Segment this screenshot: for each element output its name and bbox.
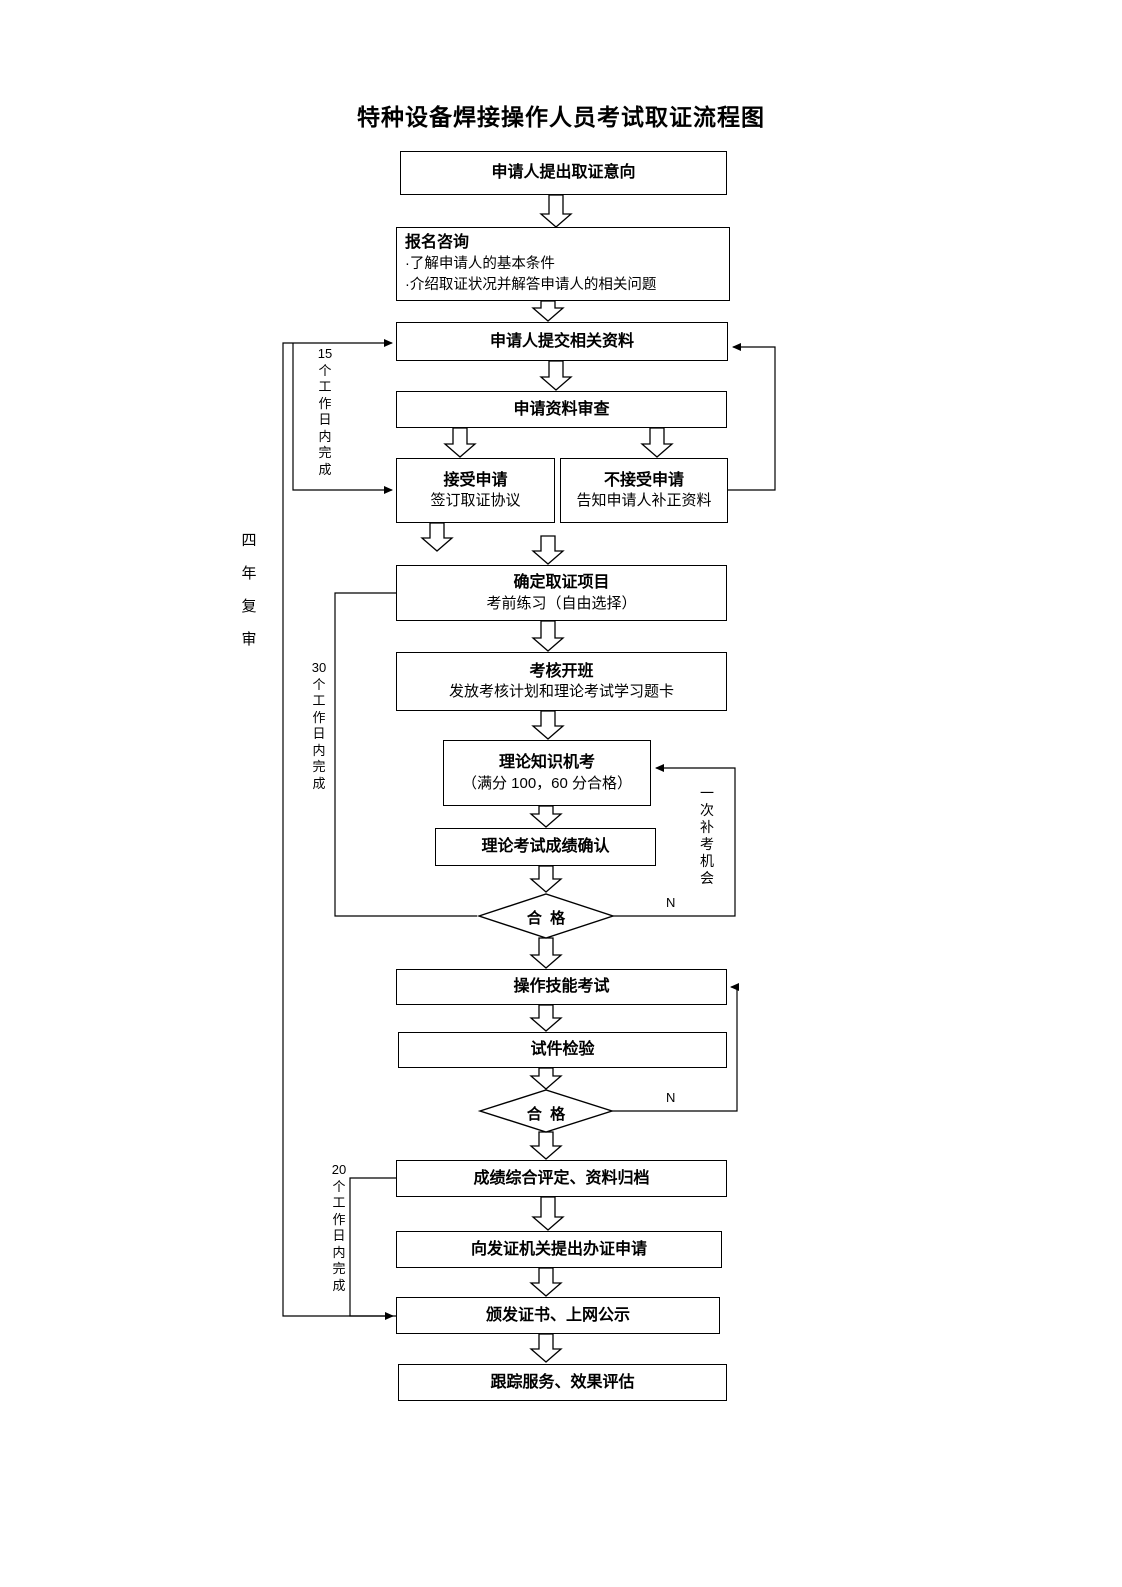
line-reject-feedback <box>728 343 776 491</box>
line-15days <box>292 343 393 494</box>
annotation-20-days: 20 个 工 作 日 内 完 成 <box>331 1162 347 1293</box>
annotation-n2: N <box>666 1090 676 1105</box>
node-review-label: 申请资料审查 <box>513 400 610 418</box>
node-class: 考核开班 发放考核计划和理论考试学习题卡 <box>396 652 727 711</box>
node-apply: 向发证机关提出办证申请 <box>396 1231 722 1268</box>
flow-arrow-15 <box>531 1196 565 1231</box>
annotation-n1: N <box>666 895 676 910</box>
line-30days <box>334 592 477 917</box>
flow-arrow-13 <box>529 1067 563 1090</box>
node-accept-title: 接受申请 <box>443 471 508 489</box>
node-skill-label: 操作技能考试 <box>513 978 610 996</box>
flow-arrow-3 <box>539 360 573 391</box>
flow-arrow-1 <box>539 194 573 228</box>
node-accept: 接受申请 签订取证协议 <box>396 458 555 523</box>
node-consult-line1: ·了解申请人的基本条件 <box>405 255 555 272</box>
node-project-title: 确定取证项目 <box>513 574 610 592</box>
node-evaluate: 成绩综合评定、资料归档 <box>396 1160 727 1197</box>
decision-pass1-label: 合 格 <box>526 910 566 927</box>
node-theory-sub: （满分 100，60 分合格） <box>461 774 633 792</box>
node-consult-line2: ·介绍取证状况并解答申请人的相关问题 <box>405 276 657 293</box>
flow-arrow-17 <box>529 1333 563 1363</box>
node-consult: 报名咨询 ·了解申请人的基本条件 ·介绍取证状况并解答申请人的相关问题 <box>396 227 730 301</box>
line-theory-retake <box>613 764 736 917</box>
flow-arrow-5 <box>420 522 454 552</box>
node-apply-label: 向发证机关提出办证申请 <box>470 1240 647 1258</box>
node-intent: 申请人提出取证意向 <box>400 151 727 195</box>
node-track: 跟踪服务、效果评估 <box>398 1364 727 1401</box>
node-inspect-label: 试件检验 <box>530 1041 595 1059</box>
node-class-sub: 发放考核计划和理论考试学习题卡 <box>448 683 674 701</box>
line-four-year-review <box>282 339 396 1317</box>
node-reject-title: 不接受申请 <box>603 471 684 489</box>
annotation-15-days: 15 个 工 作 日 内 完 成 <box>317 346 333 477</box>
node-submit: 申请人提交相关资料 <box>396 322 728 361</box>
node-project-sub: 考前练习（自由选择） <box>486 594 637 612</box>
node-skill: 操作技能考试 <box>396 969 727 1005</box>
page-title: 特种设备焊接操作人员考试取证流程图 <box>357 105 765 130</box>
node-track-label: 跟踪服务、效果评估 <box>490 1373 635 1391</box>
node-accept-sub: 签订取证协议 <box>430 492 521 510</box>
node-confirm-label: 理论考试成绩确认 <box>481 838 610 856</box>
node-submit-label: 申请人提交相关资料 <box>489 332 634 350</box>
flow-arrow-11 <box>529 937 563 969</box>
flow-arrow-10 <box>529 865 563 893</box>
decision-pass2-shape <box>477 1089 615 1133</box>
flow-arrow-4-right <box>640 427 674 458</box>
annotation-one-retake-chance: 一 次 补 考 机 会 <box>700 785 714 886</box>
flow-arrow-8 <box>531 710 565 740</box>
node-reject-sub: 告知申请人补正资料 <box>576 492 712 510</box>
node-issue-label: 颁发证书、上网公示 <box>485 1306 630 1324</box>
decision-pass2-label: 合 格 <box>526 1106 566 1123</box>
node-review: 申请资料审查 <box>396 391 727 428</box>
line-skill-retake <box>612 983 739 1112</box>
node-theory-title: 理论知识机考 <box>498 754 595 772</box>
node-confirm: 理论考试成绩确认 <box>435 828 656 866</box>
flow-arrow-12 <box>529 1004 563 1032</box>
decision-pass1-shape <box>476 893 616 939</box>
flow-arrow-16 <box>529 1267 563 1297</box>
node-class-title: 考核开班 <box>529 662 594 680</box>
flow-arrow-14 <box>529 1131 563 1160</box>
node-issue: 颁发证书、上网公示 <box>396 1297 720 1334</box>
node-inspect: 试件检验 <box>398 1032 727 1068</box>
annotation-30-days: 30 个 工 作 日 内 完 成 <box>311 660 327 791</box>
flow-arrow-6 <box>531 535 565 565</box>
flow-arrow-4-left <box>443 427 477 458</box>
node-intent-label: 申请人提出取证意向 <box>491 164 636 182</box>
node-consult-title: 报名咨询 <box>405 234 470 252</box>
node-theory: 理论知识机考 （满分 100，60 分合格） <box>443 740 651 806</box>
node-project: 确定取证项目 考前练习（自由选择） <box>396 565 727 621</box>
node-reject: 不接受申请 告知申请人补正资料 <box>560 458 728 523</box>
line-20days <box>349 1177 396 1320</box>
flow-arrow-2 <box>531 300 565 322</box>
flow-arrow-9 <box>529 805 563 828</box>
flow-arrow-7 <box>531 620 565 652</box>
node-evaluate-label: 成绩综合评定、资料归档 <box>473 1169 650 1187</box>
annotation-four-year-review: 四 年 复 审 <box>241 532 257 648</box>
